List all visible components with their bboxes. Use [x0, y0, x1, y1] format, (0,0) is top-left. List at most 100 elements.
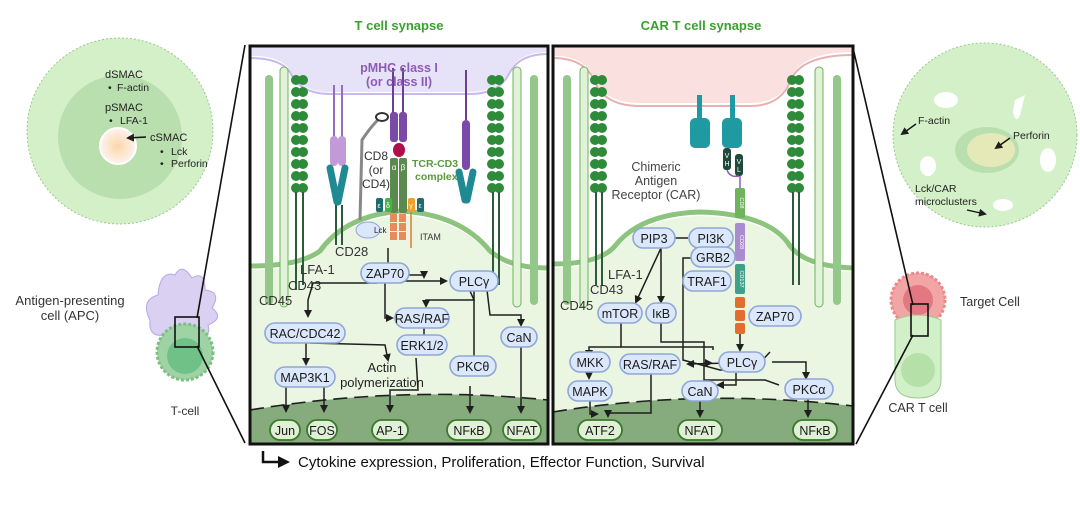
target-cell-label: Target Cell	[960, 295, 1020, 309]
svg-text:ε: ε	[377, 203, 380, 210]
mhc-label-2: (or class II)	[366, 75, 432, 89]
svg-text:IκB: IκB	[652, 307, 670, 321]
svg-text:NFκB: NFκB	[799, 424, 830, 438]
car-node-grb2: GRB2	[690, 246, 736, 268]
svg-text:L: L	[737, 167, 741, 174]
dsmac-label: dSMAC	[105, 69, 143, 81]
tcell-panel-frame	[248, 44, 550, 446]
svg-text:ATF2: ATF2	[585, 424, 615, 438]
itam-label: ITAM	[420, 232, 441, 242]
outcome-text: Cytokine expression, Proliferation, Effe…	[298, 454, 705, 471]
svg-text:NFAT: NFAT	[506, 424, 537, 438]
svg-text:V: V	[737, 159, 742, 166]
svg-text:RAS/RAF: RAS/RAF	[623, 358, 678, 372]
perforin-label: Perforin	[1013, 130, 1050, 142]
car-node-plcg: PLCγ	[718, 351, 766, 373]
smac-inset: dSMAC • F-actin pSMAC • LFA-1 cSMAC • Lc…	[26, 37, 214, 225]
car-synapse-inset: F-actin Perforin Lck/CAR microclusters	[892, 42, 1078, 228]
car-node-pi3k: PI3K	[688, 227, 734, 249]
svg-text:•: •	[160, 146, 164, 158]
svg-text:mTOR: mTOR	[602, 307, 639, 321]
svg-text:γ: γ	[409, 203, 413, 210]
svg-text:Receptor (CAR): Receptor (CAR)	[612, 188, 701, 202]
cd28-label: CD28	[335, 244, 368, 259]
zoom-box-left	[174, 316, 200, 348]
cd8-label: CD8	[364, 149, 388, 163]
csmac-label: cSMAC	[150, 132, 187, 144]
car-node-zap70: ZAP70	[748, 305, 802, 327]
svg-text:CaN: CaN	[506, 331, 531, 345]
svg-text:microclusters: microclusters	[915, 196, 977, 208]
svg-text:RAS/RAF: RAS/RAF	[395, 312, 450, 326]
car-tf-nfkb: NFκB	[792, 419, 838, 441]
svg-text:CD137: CD137	[738, 270, 744, 287]
node-zap70: ZAP70	[360, 262, 410, 284]
svg-text:CD8: CD8	[738, 197, 744, 208]
car-cd45-label: CD45	[560, 298, 593, 313]
node-map3k1: MAP3K1	[274, 366, 336, 388]
svg-text:GRB2: GRB2	[696, 251, 730, 265]
svg-text:PKCα: PKCα	[793, 383, 826, 397]
apc-label-2: cell (APC)	[41, 308, 100, 323]
dsmac-item: F-actin	[117, 82, 149, 94]
cd28-receptor	[326, 85, 349, 245]
cd43-label: CD43	[288, 278, 321, 293]
zoom-box-right	[910, 303, 929, 337]
psmac-item: LFA-1	[120, 115, 148, 127]
car-panel-title: CAR T cell synapse	[641, 18, 762, 33]
cd45-label: CD45	[259, 293, 292, 308]
csmac-center	[99, 127, 137, 165]
svg-text:polymerization: polymerization	[340, 375, 424, 390]
svg-text:CD28: CD28	[738, 235, 744, 249]
cart-cell-label: CAR T cell	[888, 401, 947, 415]
svg-text:•: •	[160, 158, 164, 170]
node-erk: ERK1/2	[396, 334, 448, 356]
tcr-label: TCR-CD3	[412, 158, 458, 170]
svg-text:ZAP70: ZAP70	[756, 310, 794, 324]
car-node-pkca: PKCα	[784, 378, 834, 400]
node-pkct: PKCθ	[449, 355, 497, 377]
car-label: Chimeric	[631, 160, 680, 174]
car-node-rasraf: RAS/RAF	[619, 353, 681, 375]
svg-text:PIP3: PIP3	[640, 232, 667, 246]
svg-text:ZAP70: ZAP70	[366, 267, 404, 281]
car-tf-nfat: NFAT	[677, 419, 723, 441]
apc-tcell-illustration: Antigen-presenting cell (APC) T-cell	[15, 268, 219, 418]
car-node-mtor: mTOR	[597, 302, 643, 324]
svg-text:TRAF1: TRAF1	[687, 275, 727, 289]
car-node-mkk: MKK	[569, 351, 611, 373]
actin-label: Actin	[368, 360, 397, 375]
node-raccdc42: RAC/CDC42	[264, 322, 346, 344]
svg-text:δ: δ	[386, 203, 390, 210]
car-node-mapk: MAPK	[567, 380, 613, 402]
mhc-label: pMHC class I	[360, 61, 438, 75]
svg-text:PKCθ: PKCθ	[457, 360, 490, 374]
tf-jun: Jun	[269, 419, 301, 441]
node-can: CaN	[500, 326, 538, 348]
car-synapse-panel: CAR T cell synapse	[552, 18, 854, 444]
svg-text:•: •	[109, 115, 113, 127]
svg-text:(or: (or	[369, 163, 384, 177]
lfa1-label: LFA-1	[300, 262, 335, 277]
car-node-pip3: PIP3	[632, 227, 676, 249]
tf-nfkb: NFκB	[446, 419, 492, 441]
car-node-traf1: TRAF1	[682, 270, 732, 292]
csmac-item-perforin: Perforin	[171, 158, 208, 170]
node-plcg: PLCγ	[449, 270, 499, 292]
tf-fos: FOS	[306, 419, 338, 441]
car-cd43-label: CD43	[590, 282, 623, 297]
node-rasraf: RAS/RAF	[394, 307, 450, 329]
microclusters-label: Lck/CAR	[915, 183, 957, 195]
svg-text:•: •	[108, 82, 112, 94]
car-node-can: CaN	[681, 380, 719, 402]
car-tf-atf2: ATF2	[577, 419, 623, 441]
tcr-alpha-label: α	[392, 163, 397, 172]
svg-text:NFAT: NFAT	[684, 424, 715, 438]
svg-text:MAPK: MAPK	[572, 385, 608, 399]
psmac-label: pSMAC	[105, 102, 143, 114]
svg-text:MAP3K1: MAP3K1	[280, 371, 329, 385]
svg-text:V: V	[725, 153, 730, 160]
tcell-receptors-left	[265, 66, 308, 308]
svg-text:H: H	[724, 161, 729, 168]
